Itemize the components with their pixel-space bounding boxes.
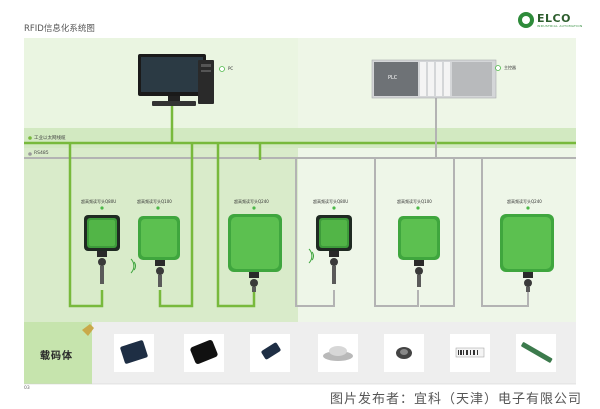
pc-label: PC xyxy=(228,66,234,71)
pc-tower xyxy=(198,60,214,104)
reader-3-marker xyxy=(252,206,256,210)
carrier-disc-mount-tag xyxy=(318,334,358,372)
plc-text: PLC xyxy=(388,75,398,81)
reader-6-marker xyxy=(526,206,530,210)
reader-label: 超高频读写头Q80U xyxy=(313,199,349,204)
carrier-section-label: 载码体 xyxy=(40,351,73,362)
ethernet-legend-dot xyxy=(28,136,32,140)
carrier-label-tag xyxy=(450,334,490,372)
page-title: RFID信息化系统图 xyxy=(24,24,95,34)
wireless-signal-icon-2 xyxy=(308,248,314,264)
brand-text: ELCO INDUSTRIAL AUTOMATION xyxy=(537,13,583,28)
reader-2-marker xyxy=(156,206,160,210)
brand-logo: ELCO INDUSTRIAL AUTOMATION xyxy=(518,12,583,28)
rs485-legend-label: RS485 xyxy=(34,151,49,156)
reader-1-marker xyxy=(100,206,104,210)
plc-unit xyxy=(371,59,497,99)
carrier-card-tag xyxy=(114,334,154,372)
carrier-key-fob-tag xyxy=(250,334,290,372)
brand-name: ELCO xyxy=(537,11,571,25)
ethernet-legend-label: 工业以太网线缆 xyxy=(34,136,66,141)
reader-label: 超高频读写头Q100 xyxy=(397,199,432,204)
reader-q80u-2 xyxy=(316,215,352,284)
network-band xyxy=(24,128,576,148)
pc-marker-icon xyxy=(219,66,225,72)
reader-5-marker xyxy=(416,206,420,210)
tag-icon xyxy=(82,324,94,336)
reader-q240-2 xyxy=(500,214,554,292)
reader-label: 超高频读写头Q100 xyxy=(137,199,172,204)
plc-label: 主控器 xyxy=(504,65,516,70)
reader-4-cable xyxy=(295,158,335,307)
brand-logo-icon xyxy=(518,12,534,28)
reader-q240-1 xyxy=(228,214,282,292)
reader-3-cable xyxy=(216,143,256,308)
reader-1-cable xyxy=(68,143,104,308)
carrier-round-tag xyxy=(384,334,424,372)
carrier-label-box xyxy=(24,322,92,384)
carrier-phone-shaped-tag xyxy=(184,334,224,372)
plc-marker-icon xyxy=(495,65,501,71)
reader-6-cable xyxy=(481,158,529,307)
reader-label: 超高频读写头Q80U xyxy=(81,199,117,204)
reader-q100-2 xyxy=(398,216,440,287)
carrier-strip-tag xyxy=(516,334,556,372)
wireless-signal-icon xyxy=(130,258,136,274)
brand-tagline: INDUSTRIAL AUTOMATION xyxy=(537,23,583,28)
reader-label: 超高频读写头Q240 xyxy=(234,199,269,204)
reader-5-return xyxy=(420,158,455,307)
pc-monitor xyxy=(138,54,206,106)
publisher-footer: 图片发布者：宜科（天津）电子有限公司 xyxy=(330,392,583,407)
rs485-legend-dot xyxy=(28,152,32,156)
reader-q100-1 xyxy=(138,216,180,287)
reader-5-cable xyxy=(374,158,419,307)
carrier-band xyxy=(24,322,576,384)
reader-4-marker xyxy=(332,206,336,210)
reader-2-cable xyxy=(158,143,194,308)
page-number: 03 xyxy=(24,386,30,391)
reader-q80u-1 xyxy=(84,215,120,284)
reader-label: 超高频读写头Q240 xyxy=(507,199,542,204)
